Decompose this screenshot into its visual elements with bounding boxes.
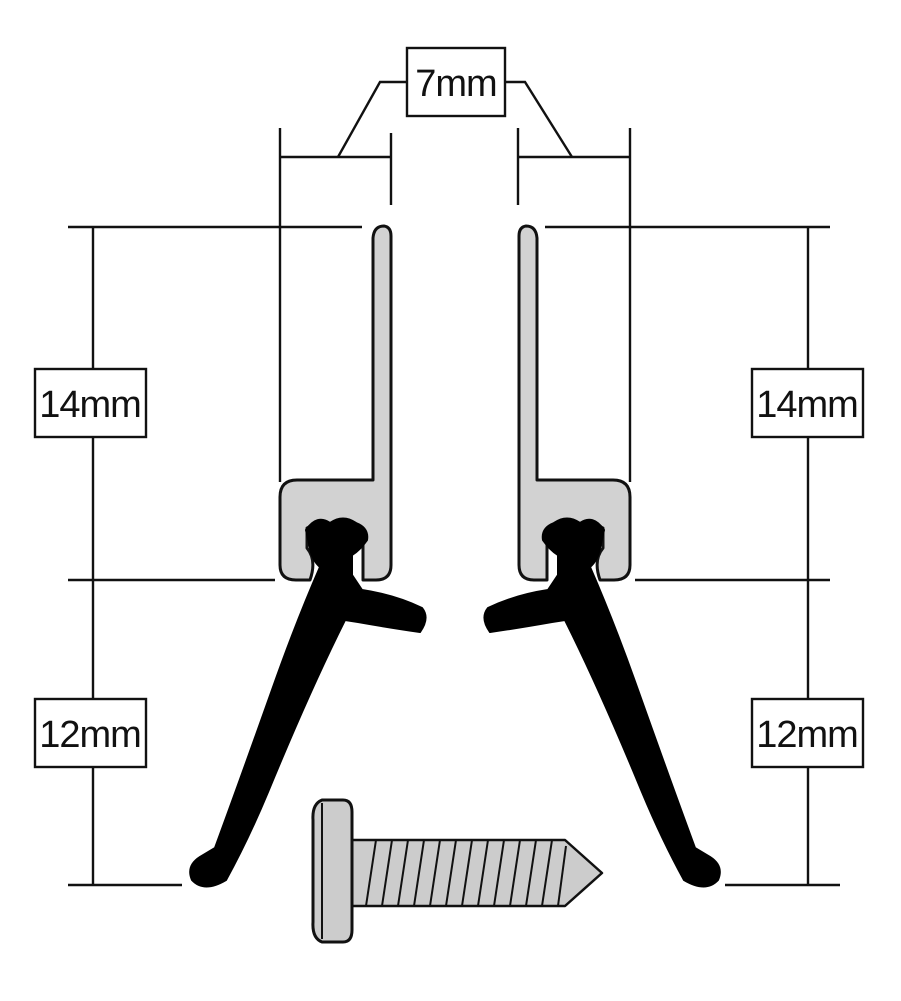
rubber-seal-right — [483, 517, 721, 888]
right-lower-label-box — [750, 697, 865, 769]
left-upper-dimension-label: 14mm — [33, 367, 148, 439]
left-lower-label-box — [33, 697, 148, 769]
left-upper-label-box — [33, 367, 148, 439]
left-lower-dimension-label: 12mm — [33, 697, 148, 769]
vertical-dimension-lines — [91, 227, 810, 885]
left-lower-label: 12mm — [39, 714, 141, 756]
top-gap-label-box — [405, 46, 507, 118]
horizontal-extension-lines — [68, 225, 840, 887]
right-lower-dimension-label: 12mm — [750, 697, 865, 769]
right-upper-label: 14mm — [756, 384, 858, 426]
screw-head — [311, 798, 354, 944]
top-gap-label: 7mm — [415, 63, 496, 105]
top-gap-dimension: 7mm — [278, 46, 632, 482]
right-upper-label-box — [750, 367, 865, 439]
screw — [311, 798, 604, 944]
rubber-seal-left — [189, 517, 427, 888]
right-upper-dimension-label: 14mm — [750, 367, 865, 439]
right-lower-label: 12mm — [756, 714, 858, 756]
screw-threads — [365, 839, 567, 907]
left-upper-label: 14mm — [39, 384, 141, 426]
